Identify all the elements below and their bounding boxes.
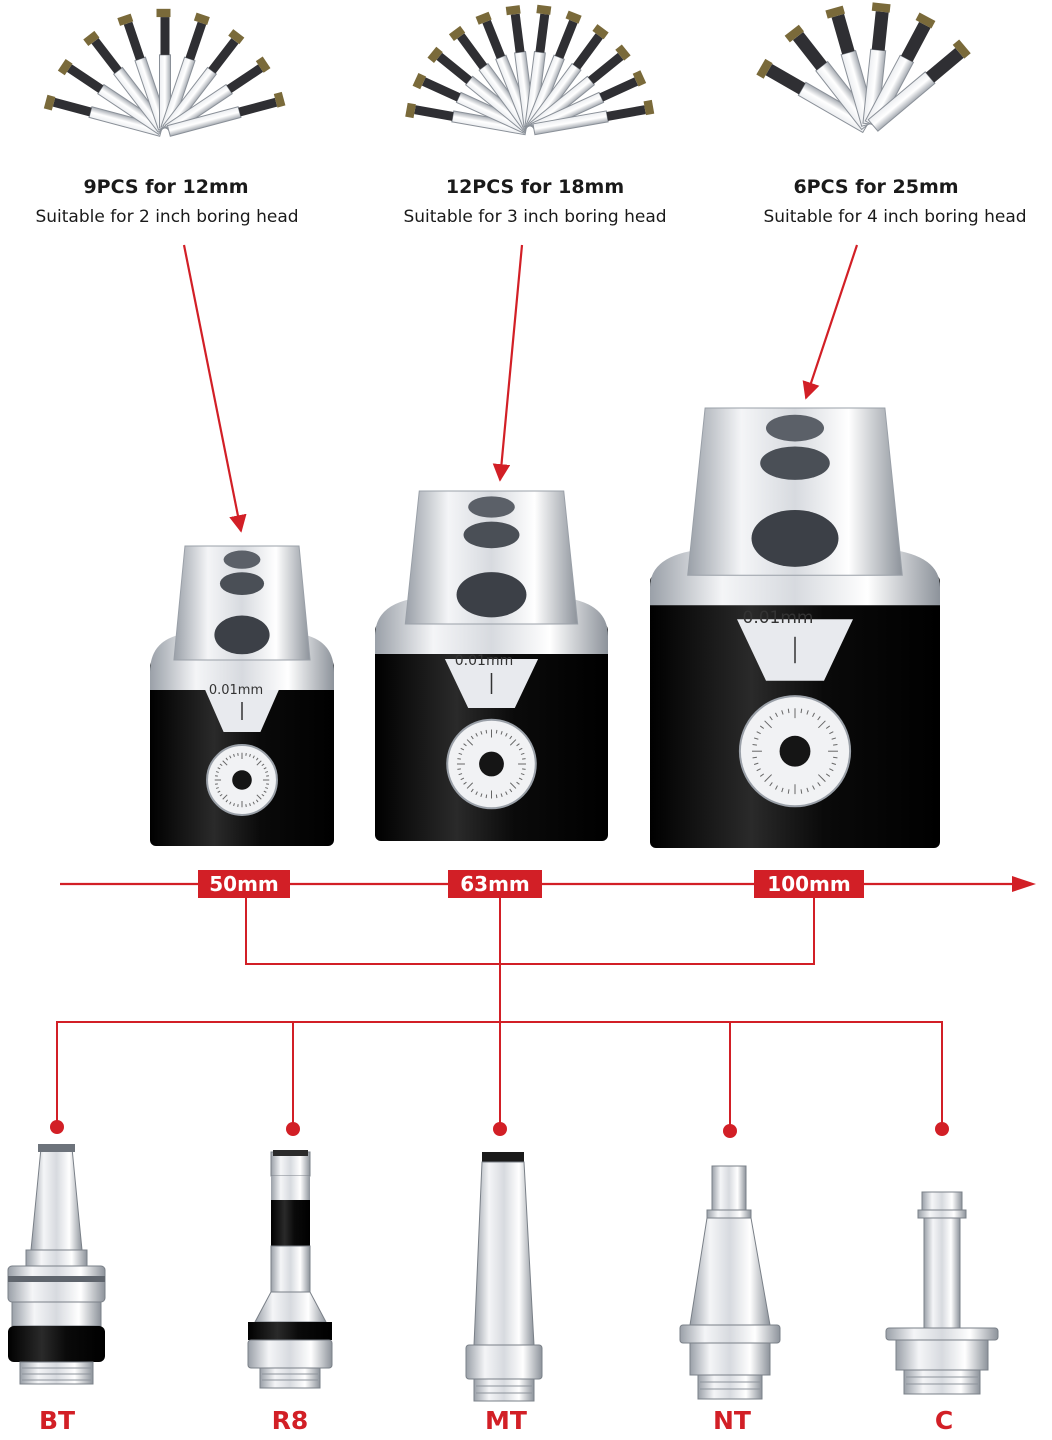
head-scale-label: 0.01mm	[208, 683, 264, 698]
mt-shank-icon	[465, 1152, 543, 1402]
tool-set-title: 6PCS for 25mm	[793, 176, 959, 198]
size-tag-100mm: 100mm	[754, 870, 864, 898]
set-to-head-arrows	[182, 244, 859, 533]
shank-label-bt: BT	[38, 1406, 76, 1435]
boring-head-50mm-icon	[150, 545, 334, 846]
boring-head-100mm-icon	[650, 407, 940, 848]
boring-bar-set-18mm-icon	[405, 4, 655, 136]
connector-tree	[56, 898, 943, 1125]
shank-label-c: C	[934, 1406, 954, 1435]
tool-set-title: 12PCS for 18mm	[445, 176, 625, 198]
shank-label-r8: R8	[271, 1406, 309, 1435]
shank-label-nt: NT	[713, 1406, 751, 1435]
head-scale-label: 0.01mm	[454, 653, 514, 669]
shank-label-mt: MT	[485, 1406, 527, 1435]
head-scale-label: 0.01mm	[742, 608, 814, 628]
boring-bar-set-12mm-icon	[43, 8, 286, 137]
c-shank-icon	[885, 1191, 999, 1395]
bt-shank-icon	[7, 1144, 106, 1385]
size-tag-63mm: 63mm	[448, 870, 542, 898]
boring-head-63mm-icon	[375, 490, 608, 841]
r8-shank-icon	[247, 1150, 333, 1389]
connector-dots	[50, 1120, 949, 1138]
tool-set-title: 9PCS for 12mm	[83, 176, 249, 198]
size-tag-50mm: 50mm	[198, 870, 290, 898]
tool-set-subtitle: Suitable for 3 inch boring head	[403, 207, 667, 227]
tool-set-subtitle: Suitable for 4 inch boring head	[763, 207, 1027, 227]
boring-bar-set-25mm-icon	[756, 2, 971, 134]
tool-set-subtitle: Suitable for 2 inch boring head	[35, 207, 299, 227]
nt-shank-icon	[679, 1165, 781, 1400]
